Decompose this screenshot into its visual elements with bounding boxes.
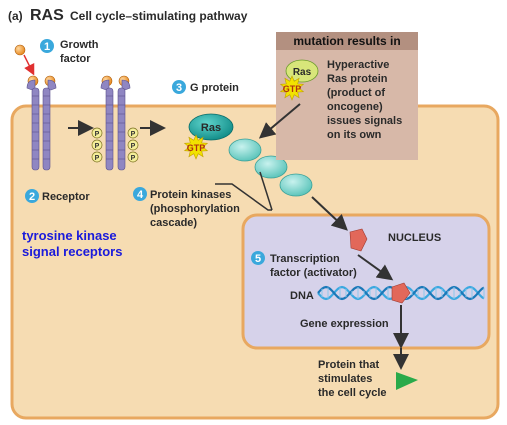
svg-text:P: P xyxy=(131,131,136,138)
step-5-line-1: Transcription xyxy=(270,253,340,265)
growth-factor-free xyxy=(14,44,26,56)
header-part: (a) xyxy=(8,9,23,23)
step-3-line-1: G protein xyxy=(190,82,239,94)
svg-text:P: P xyxy=(95,131,100,138)
mutation-line-1: Hyperactive xyxy=(327,59,389,71)
step-1-number: 1 xyxy=(44,41,50,53)
mutation-box xyxy=(276,32,418,160)
step-3-circle xyxy=(172,80,186,94)
transcription-factor-on-dna xyxy=(391,282,411,304)
header-subtitle: Cell cycle–stimulating pathway xyxy=(70,9,248,23)
product-protein-triangle xyxy=(396,372,418,390)
protein-result-line-1: Protein that xyxy=(318,359,379,371)
step-5-number: 5 xyxy=(255,253,261,265)
nucleus xyxy=(241,213,491,350)
mutant-ras-protein xyxy=(285,59,319,83)
phosphate-group: P xyxy=(91,151,103,163)
mutation-line-4: oncogene) xyxy=(327,101,383,113)
mutation-box-header xyxy=(276,32,418,50)
kinase-2 xyxy=(254,155,288,179)
mutant-ras-label: Ras xyxy=(293,67,312,78)
phosphate-group: P xyxy=(127,151,139,163)
gtp-star xyxy=(183,134,209,160)
step-3-number: 3 xyxy=(176,82,182,94)
step-5-circle xyxy=(251,251,265,265)
step-5-line-2: factor (activator) xyxy=(270,267,357,279)
transcription-factor xyxy=(349,228,368,252)
mutation-line-2: Ras protein xyxy=(327,73,388,85)
mutation-box-title: mutation results in xyxy=(293,34,400,48)
step-4-line-3: cascade) xyxy=(150,217,197,229)
step-4-line-1: Protein kinases xyxy=(150,189,231,201)
svg-text:P: P xyxy=(131,155,136,162)
receptor-inactive xyxy=(26,75,57,171)
gtp-label: GTP xyxy=(187,143,206,153)
arrow-kinase-to-tf xyxy=(311,196,348,231)
mutation-line-3: (product of xyxy=(327,87,385,99)
mutation-line-6: on its own xyxy=(327,129,382,141)
step-2-line-1: Receptor xyxy=(42,191,90,203)
arrow-tf-to-dna xyxy=(357,254,394,281)
dna-label: DNA xyxy=(290,290,314,302)
ras-label: Ras xyxy=(201,122,221,134)
mutation-line-5: issues signals xyxy=(327,115,402,127)
gene-expression-label: Gene expression xyxy=(300,318,389,330)
step-4-circle xyxy=(133,187,147,201)
svg-text:P: P xyxy=(95,155,100,162)
phosphate-group: P xyxy=(127,139,139,151)
step-2-circle xyxy=(25,189,39,203)
step-1-line-2: factor xyxy=(60,53,91,65)
annotation-line-2: signal receptors xyxy=(22,244,122,259)
step-1-circle xyxy=(40,39,54,53)
step-4-line-2: (phosphorylation xyxy=(150,203,240,215)
nucleus-label: NUCLEUS xyxy=(388,232,441,244)
step-4-number: 4 xyxy=(137,189,144,201)
protein-result-line-3: the cell cycle xyxy=(318,387,387,399)
step-2-number: 2 xyxy=(29,191,35,203)
svg-text:P: P xyxy=(131,143,136,150)
kinase-1 xyxy=(228,138,262,162)
protein-result-line-2: stimulates xyxy=(318,373,372,385)
arrow-mutation-to-kinase xyxy=(258,103,301,139)
mutant-gtp-star xyxy=(279,75,305,101)
svg-text:P: P xyxy=(95,143,100,150)
growth-factor-binding-arrow xyxy=(23,54,35,76)
step-1-line-1: Growth xyxy=(60,39,99,51)
kinase-bracket-2 xyxy=(259,171,273,211)
phosphate-group: P xyxy=(127,127,139,139)
receptor-dimer xyxy=(100,75,131,171)
phosphate-group: P xyxy=(91,139,103,151)
annotation-line-1: tyrosine kinase xyxy=(22,228,117,243)
mutant-gtp-label: GTP xyxy=(283,84,302,94)
header-title: RAS xyxy=(30,7,64,24)
phosphate-group: P xyxy=(91,127,103,139)
kinase-bracket xyxy=(215,183,272,211)
ras-protein xyxy=(188,113,234,141)
kinase-3 xyxy=(279,173,313,197)
